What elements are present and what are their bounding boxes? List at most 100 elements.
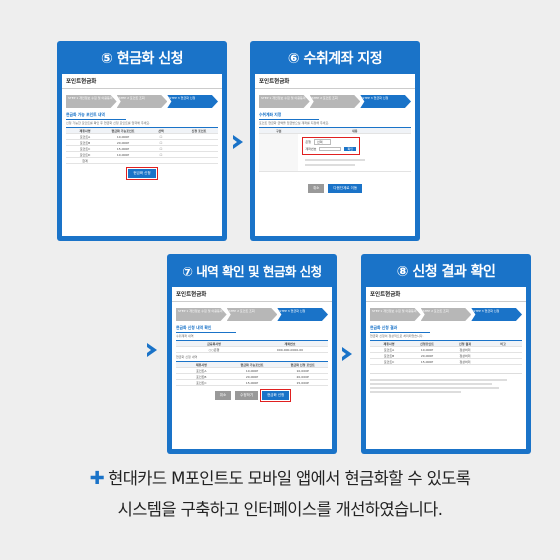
- step8-card: ⑧ 신청 결과 확인 포인트현금화 STEP 1 개인정보 수집 및 이용동의 …: [361, 254, 531, 454]
- next-button[interactable]: 다음단계로 이동: [328, 184, 363, 193]
- cell: 20,000P: [296, 374, 309, 379]
- cell: 정상처리: [459, 359, 471, 364]
- cancel-button[interactable]: 취소: [214, 391, 232, 400]
- cell: 15,000P: [420, 359, 434, 364]
- cell: 10,000P: [245, 368, 259, 373]
- bank-row: 은행 선택: [305, 139, 332, 145]
- cell: 20,000P: [116, 140, 130, 145]
- cell: 포인트C: [383, 359, 395, 364]
- cell: 포인트C: [79, 146, 91, 151]
- cash-request-button[interactable]: 현금화 신청: [260, 389, 292, 402]
- step-3: STEP 3 현금화 신청: [360, 95, 412, 108]
- cell: 000-000-0000-00: [276, 347, 304, 352]
- col-header: 계좌번호: [284, 341, 296, 346]
- col-header: 제휴사명: [79, 128, 91, 133]
- step7-title: ⑦ 내역 확인 및 현금화 신청: [182, 264, 322, 279]
- step6-title: ⑥ 수취계좌 지정: [287, 50, 383, 67]
- cell: 20,000P: [420, 353, 434, 358]
- section-title: 수취계좌 지정: [259, 112, 319, 120]
- account-form: 은행 선택 계좌번호 확인: [298, 134, 411, 171]
- caption-text-1: 현대카드 M포인트도 모바일 앱에서 현금화할 수 있도록: [108, 469, 471, 488]
- bank-label: 은행: [305, 140, 311, 144]
- step-3: STEP 3 현금화 신청: [277, 308, 329, 321]
- table-row: 포인트B 20,000P ☐: [66, 140, 218, 146]
- col-header: 내용: [351, 128, 358, 133]
- caption-line-2: 시스템을 구축하고 인터페이스를 개선하였습니다.: [117, 500, 443, 519]
- arrow-icon: [147, 343, 157, 357]
- button-row: 취소 수정하기 현금화 신청: [172, 389, 332, 402]
- cell: 15,000P: [296, 380, 309, 385]
- table-row: ○○은행 000-000-0000-00: [176, 347, 328, 353]
- cell: 포인트D: [79, 152, 91, 157]
- cell: 10,000P: [116, 152, 130, 157]
- table-row: 포인트D 10,000P ☐: [66, 152, 218, 158]
- button-row: 현금화 신청: [62, 167, 222, 180]
- cell: 포인트A: [79, 134, 91, 139]
- cell: 10,000P: [296, 368, 309, 373]
- step6-screen: 포인트현금화 STEP 1 개인정보 수집 및 이용동의 STEP 2 포인트 …: [255, 74, 415, 236]
- select-checkbox[interactable]: ☐: [159, 134, 163, 139]
- select-checkbox[interactable]: ☐: [159, 152, 163, 157]
- account-label: 계좌번호: [305, 147, 317, 151]
- col-header: 현금화 가능포인트: [240, 362, 264, 367]
- caption-line-1: ✚현대카드 M포인트도 모바일 앱에서 현금화할 수 있도록: [0, 463, 560, 494]
- select-checkbox[interactable]: ☐: [159, 140, 163, 145]
- cell: 15,000P: [245, 380, 259, 385]
- step-3: STEP 3 현금화 신청: [471, 308, 523, 321]
- highlight-box: [302, 137, 361, 155]
- confirm-button[interactable]: 확인: [344, 147, 356, 151]
- step-indicator: STEP 1 개인정보 수집 및 이용동의 STEP 2 포인트 조회 STEP…: [66, 95, 219, 108]
- col-header: 제휴사명: [195, 362, 207, 367]
- table-row: 포인트A 10,000P ☐: [66, 134, 218, 140]
- step5-title: ⑤ 현금화 신청: [100, 50, 184, 67]
- cell: ○○은행: [208, 347, 220, 352]
- section-title: 현금화 신청 결과: [370, 325, 430, 333]
- step-3: STEP 3 현금화 신청: [167, 95, 219, 108]
- step-2: STEP 2 포인트 조회: [420, 308, 472, 321]
- cell: 포인트A: [383, 347, 395, 352]
- table-header: 제휴사명 현금화 가능포인트 선택 신청 포인트: [66, 128, 218, 134]
- section-note: 포인트 현금화 금액을 입금받으실 계좌를 지정해 주세요.: [259, 121, 330, 125]
- sub-title: 현금화 신청 내역: [176, 355, 198, 359]
- table-row: 합계: [66, 158, 218, 164]
- divider: [305, 159, 366, 161]
- cash-request-button[interactable]: 현금화 신청: [126, 167, 158, 180]
- col-header: 구분: [275, 128, 282, 133]
- step6-card: ⑥ 수취계좌 지정 포인트현금화 STEP 1 개인정보 수집 및 이용동의 S…: [250, 41, 420, 241]
- cell: 10,000P: [116, 134, 130, 139]
- step5-card: ⑤ 현금화 신청 포인트현금화 STEP 1 개인정보 수집 및 이용동의 ST…: [57, 41, 227, 241]
- cancel-button[interactable]: 취소: [307, 184, 325, 193]
- arrow-icon: [342, 347, 352, 361]
- cell: 10,000P: [420, 347, 434, 352]
- table-header: 구분 내용: [259, 128, 411, 134]
- section-title: 현금화 가능 포인트 내역: [66, 112, 126, 120]
- bank-select[interactable]: 선택: [313, 139, 332, 145]
- account-input[interactable]: [319, 147, 342, 151]
- step-2: STEP 2 포인트 조회: [309, 95, 361, 108]
- select-checkbox[interactable]: ☐: [159, 146, 163, 151]
- col-header: 선택: [158, 128, 164, 133]
- cell: 포인트B: [79, 140, 91, 145]
- account-table: 구분 내용 은행 선택 계좌번호 확인: [259, 127, 411, 172]
- col-header: 현금화 가능포인트: [111, 128, 135, 133]
- col-header: 비고: [500, 341, 506, 346]
- step-2: STEP 2 포인트 조회: [226, 308, 278, 321]
- button-row: 취소 다음단계로 이동: [255, 184, 415, 193]
- section-title: 현금화 신청 내역 확인: [176, 325, 236, 333]
- col-header: 신청 결과: [458, 341, 472, 346]
- account-form-row: 은행 선택 계좌번호 확인: [259, 134, 411, 172]
- edit-button[interactable]: 수정하기: [235, 391, 259, 400]
- step7-card: ⑦ 내역 확인 및 현금화 신청 포인트현금화 STEP 1 개인정보 수집 및…: [167, 254, 337, 454]
- step5-screen: 포인트현금화 STEP 1 개인정보 수집 및 이용동의 STEP 2 포인트 …: [62, 74, 222, 236]
- cell: 포인트A: [196, 368, 207, 373]
- plus-icon: ✚: [89, 468, 105, 489]
- col-header: 신청포인트: [420, 341, 434, 346]
- table-header: 제휴사명 신청포인트 신청 결과 비고: [370, 341, 522, 347]
- divider: [370, 379, 507, 381]
